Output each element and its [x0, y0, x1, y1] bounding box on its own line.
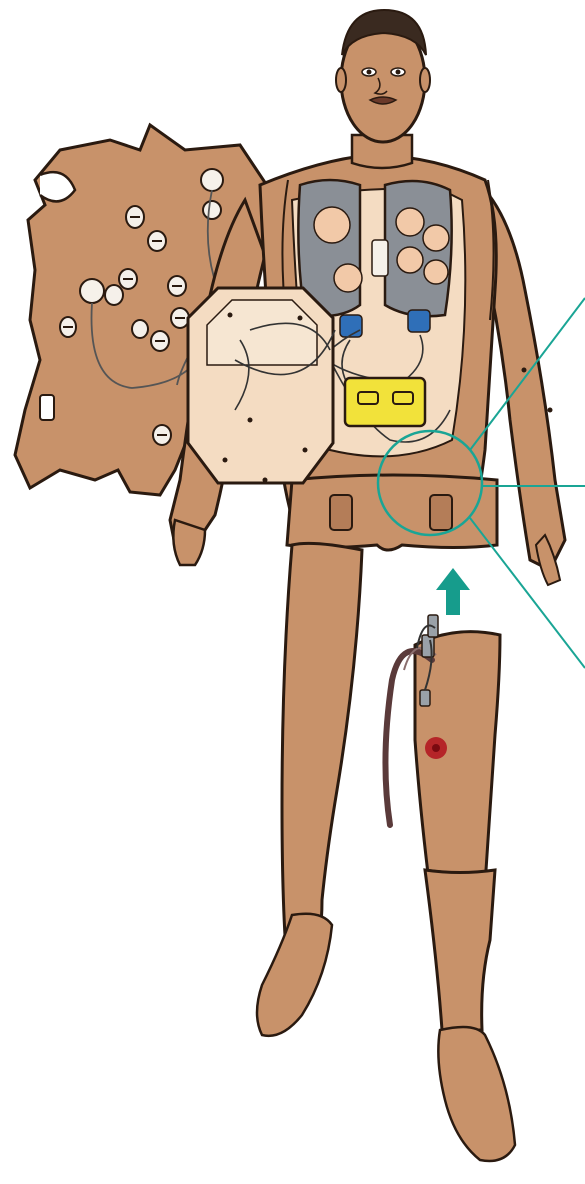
attached-leg-left	[257, 543, 362, 1036]
electrode-pad	[80, 279, 104, 303]
pelvis	[287, 475, 497, 550]
electrode-pad	[203, 201, 221, 219]
head	[336, 10, 430, 168]
detached-foot	[438, 1027, 515, 1161]
control-box	[345, 378, 425, 426]
electrode-pad	[201, 169, 223, 191]
blue-connector	[408, 310, 430, 332]
abdominal-plate	[188, 288, 335, 483]
blue-connector	[340, 315, 362, 337]
detached-leg	[385, 615, 515, 1161]
left-foot	[257, 914, 332, 1036]
up-arrow-icon	[436, 568, 470, 615]
